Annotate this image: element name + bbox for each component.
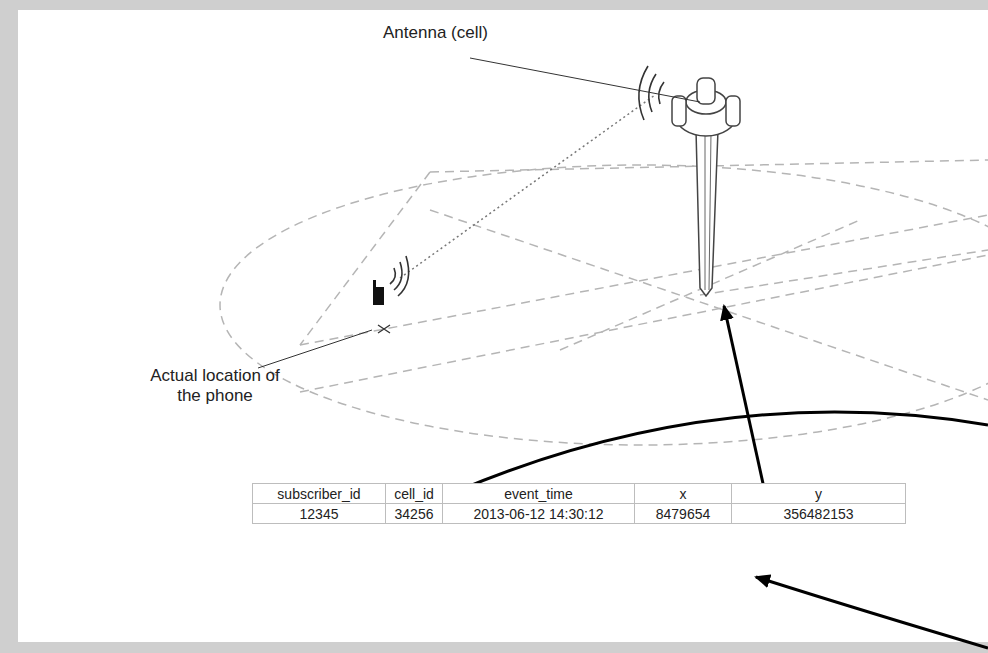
- table-data-cell: 356482153: [731, 503, 906, 524]
- table-data-cell: 2013-06-12 14:30:12: [442, 503, 635, 524]
- table-header-cell: cell_id: [385, 483, 443, 504]
- table-header-cell: subscriber_id: [252, 483, 386, 504]
- table-header-cell: event_time: [442, 483, 635, 504]
- table-header-cell: y: [731, 483, 906, 504]
- table-data-cell: 34256: [385, 503, 443, 524]
- table-data-cell: 12345: [252, 503, 386, 524]
- callout-label: Actual location of the phone: [140, 366, 290, 406]
- callout-label: Antenna (cell): [383, 23, 488, 43]
- table-data-cell: 8479654: [634, 503, 732, 524]
- white-panel: [18, 10, 988, 642]
- table-header-cell: x: [634, 483, 732, 504]
